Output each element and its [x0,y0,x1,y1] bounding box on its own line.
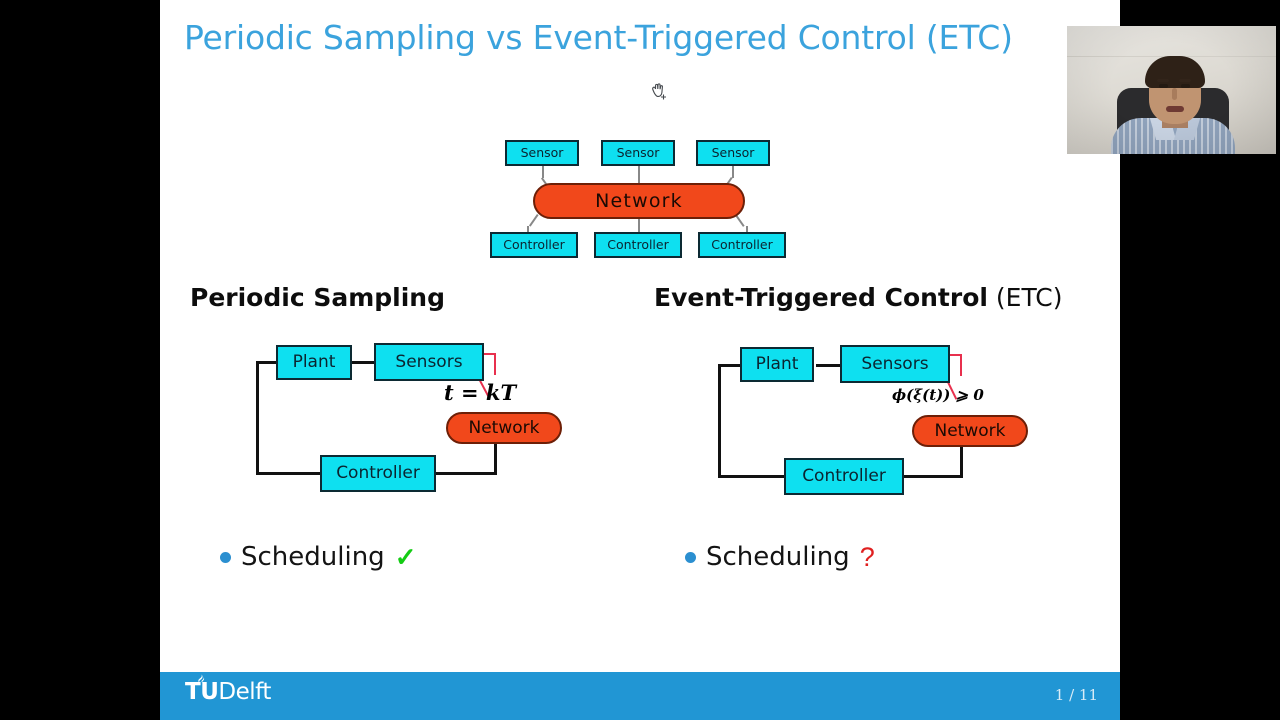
connector [960,442,963,478]
bullet-scheduling-periodic: Scheduling ✓ [220,542,416,572]
presentation-slide: Periodic Sampling vs Event-Triggered Con… [160,0,1120,720]
question-mark-icon: ? [859,541,875,572]
webcam-eye-left [1159,84,1168,88]
connector [638,166,640,185]
connector [718,364,721,478]
section-heading-suffix: (ETC) [987,283,1063,312]
bullet-scheduling-etc: Scheduling ? [685,542,875,572]
logo-delft: Delft [218,679,271,705]
tudelft-logo: TUDelft [185,674,271,705]
sensors-box: Sensors [374,343,484,381]
controller-box: Controller [784,458,904,495]
webcam-mouth [1166,106,1184,112]
connector [735,214,745,227]
sensor-node: Sensor [601,140,675,166]
sensor-node: Sensor [505,140,579,166]
check-icon: ✓ [394,542,417,572]
network-label: Network [934,421,1006,441]
page-number: 1 / 11 [1054,686,1098,704]
trigger-condition-label: t = kT [444,380,517,405]
network-box: Network [912,415,1028,447]
etc-diagram: Plant Sensors Network Controller ϕ(ξ(t))… [712,336,1042,501]
network-label: Network [468,418,540,438]
connector [350,361,376,364]
connector [816,364,840,367]
controller-node-label: Controller [503,236,565,252]
plant-box: Plant [740,347,814,382]
controller-node: Controller [490,232,578,258]
sensors-label: Sensors [395,351,463,372]
periodic-sampling-diagram: Plant Sensors Network Controller t = kT [250,335,580,500]
plant-label: Plant [292,352,336,372]
controller-node-label: Controller [711,236,773,252]
sensors-box: Sensors [840,345,950,383]
grab-hand-cursor [647,80,671,104]
sensor-node-label: Sensor [520,144,564,160]
connector [256,472,322,475]
sensor-node-label: Sensor [616,144,660,160]
webcam-eye-right [1181,84,1190,88]
connector [898,475,963,478]
network-overview-diagram: Sensor Sensor Sensor Network Controller … [480,140,800,270]
controller-label: Controller [802,466,886,486]
controller-label: Controller [336,463,420,483]
webcam-nose [1172,88,1177,100]
connector [638,214,640,246]
sensors-label: Sensors [861,353,929,374]
webcam-hair [1145,56,1205,88]
bullet-label: Scheduling [706,542,850,572]
bullet-dot-icon [685,551,696,563]
section-heading-text: Event-Triggered Control [654,283,988,312]
bullet-dot-icon [220,551,231,563]
webcam-vignette [1067,26,1276,154]
plant-label: Plant [755,354,799,374]
slide-footer: TUDelft 1 / 11 [160,672,1120,720]
controller-node-label: Controller [607,236,669,252]
controller-box: Controller [320,455,436,492]
section-heading-periodic: Periodic Sampling [190,283,445,312]
page-title: Periodic Sampling vs Event-Triggered Con… [184,18,1013,57]
network-node: Network [533,183,745,219]
flame-icon [198,674,205,683]
connector [718,364,744,367]
presenter-webcam-video[interactable] [1067,26,1276,154]
connector [732,166,734,178]
network-node-label: Network [595,190,683,212]
connector [529,214,539,227]
connector [256,361,259,475]
network-box: Network [446,412,562,444]
trigger-condition-label: ϕ(ξ(t)) ⩾ 0 [892,386,984,404]
connector [494,439,497,475]
bullet-label: Scheduling [241,542,385,572]
sensor-node-label: Sensor [711,144,755,160]
connector [256,361,280,364]
section-heading-etc: Event-Triggered Control (ETC) [654,283,1062,312]
logo-tu: TU [185,679,219,705]
sampling-link [494,353,496,375]
connector [542,166,544,178]
webcam-eyebrow-right [1179,79,1191,82]
section-heading-text: Periodic Sampling [190,283,445,312]
trigger-link [960,354,962,376]
connector [718,475,784,478]
webcam-eyebrow-left [1157,79,1169,82]
controller-node: Controller [698,232,786,258]
connector [432,472,497,475]
sensor-node: Sensor [696,140,770,166]
controller-node: Controller [594,232,682,258]
plant-box: Plant [276,345,352,380]
